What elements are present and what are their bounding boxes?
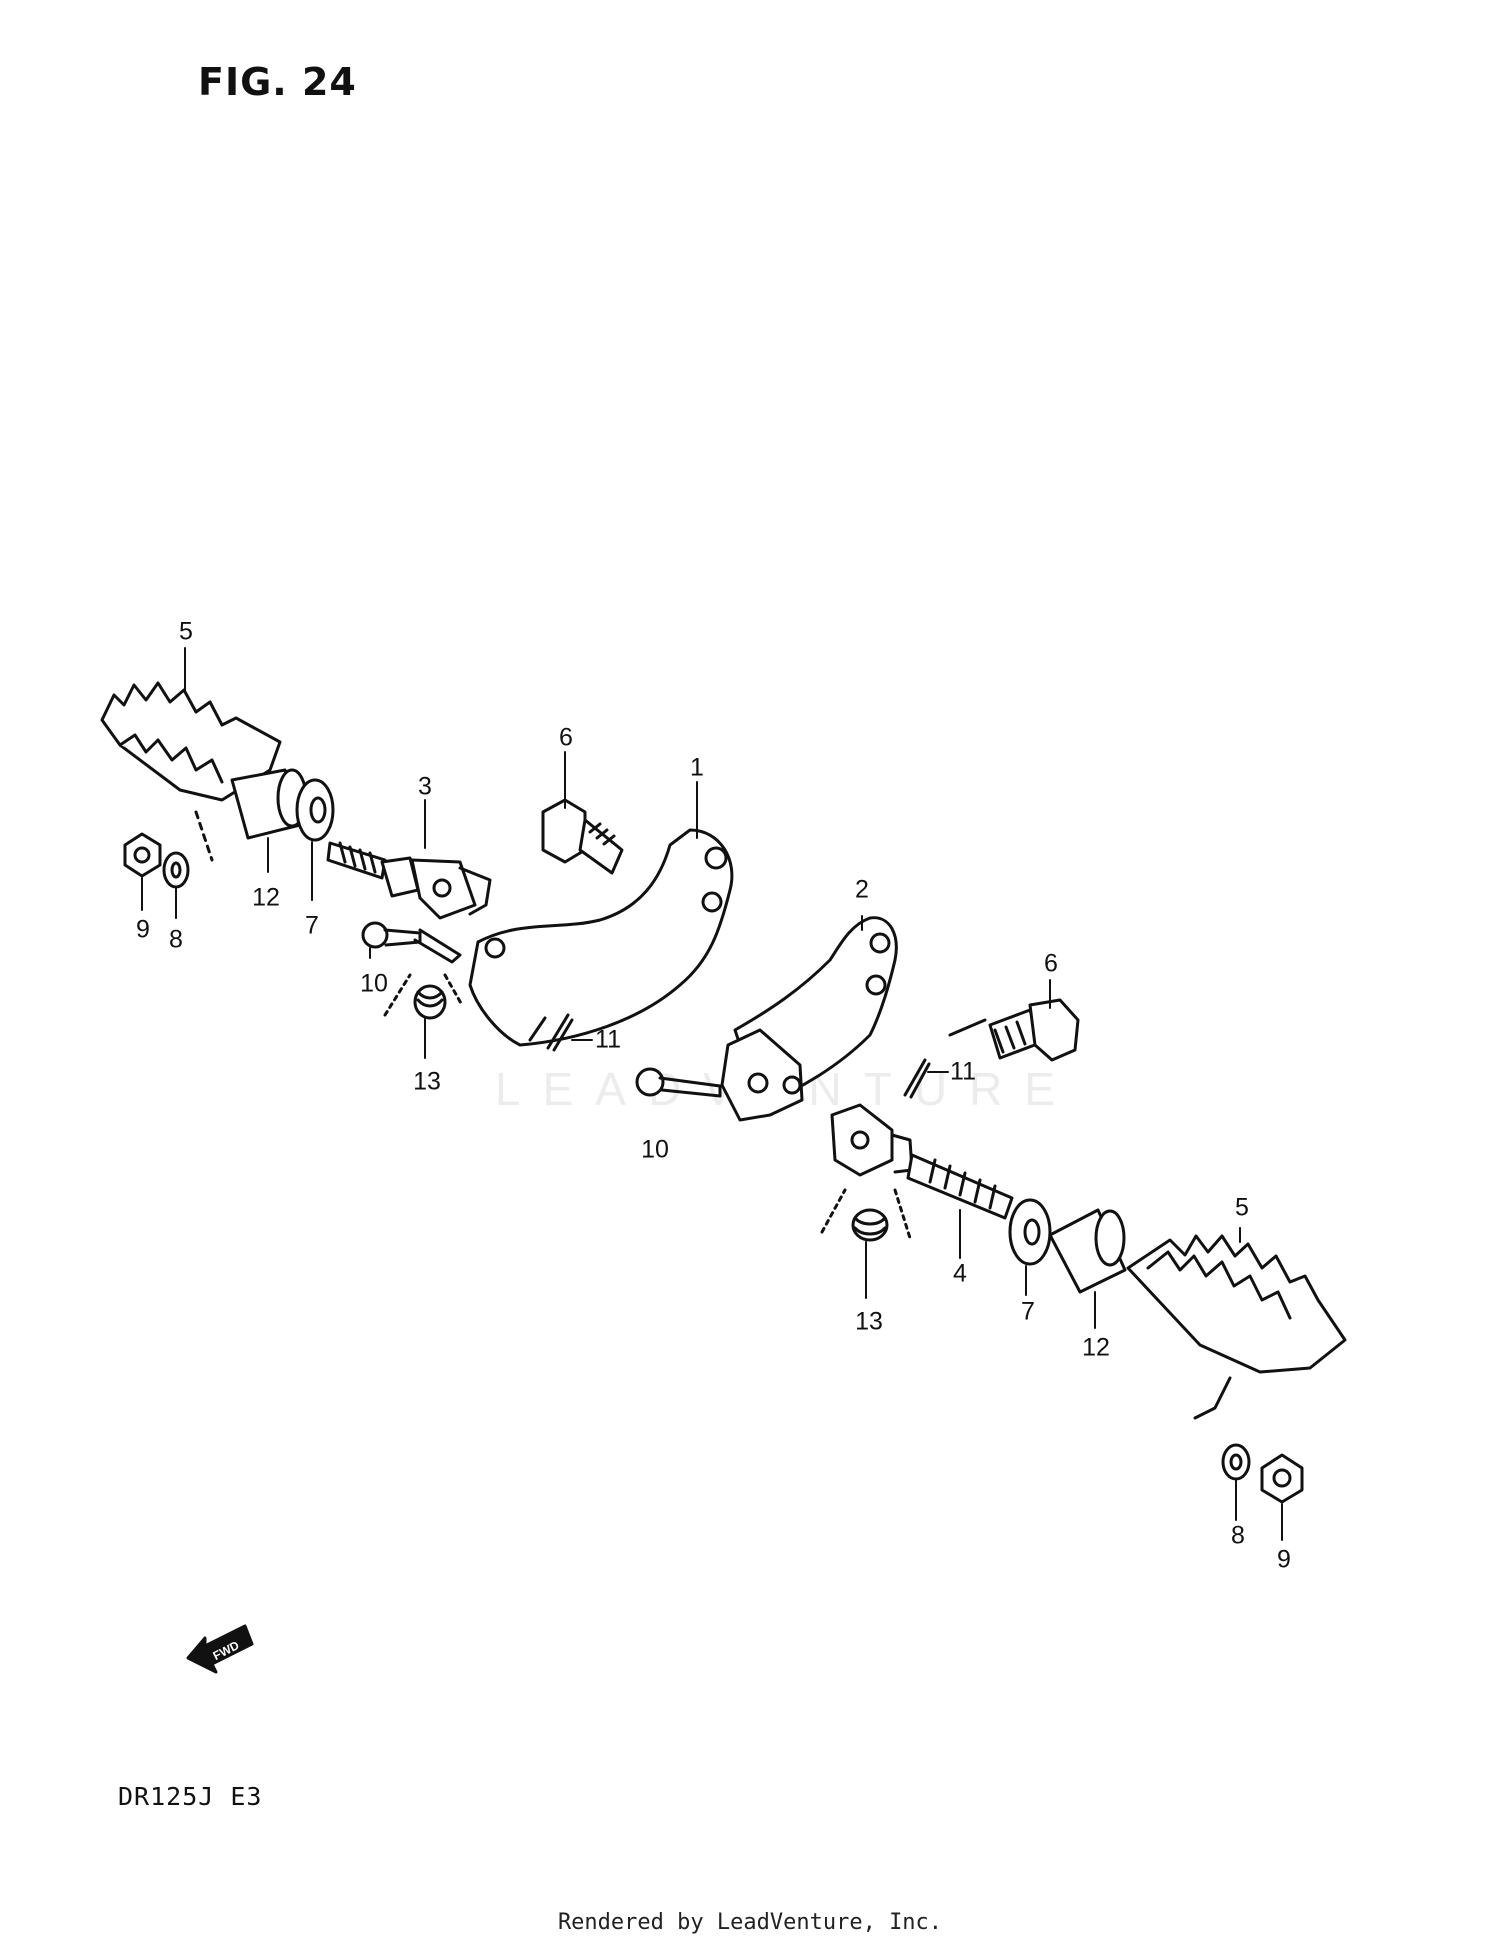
callout-13-left: 13 [413,1067,441,1096]
callout-11-left: 11 [595,1025,621,1054]
callout-8-left: 8 [169,925,183,954]
callout-2: 2 [855,875,869,904]
leader-lines [141,647,1283,1541]
bracket-left [468,828,734,1047]
callout-8-right: 8 [1231,1521,1245,1550]
callout-13-right: 13 [855,1307,883,1336]
callout-3: 3 [418,772,432,801]
washer-left [295,778,335,842]
spring-right [820,1188,912,1242]
spring-left [383,973,464,1020]
footer-credit: Rendered by LeadVenture, Inc. [557,1910,943,1935]
bolt-left [541,798,624,875]
peg-mount-right [830,1103,1014,1220]
callout-7-right: 7 [1021,1297,1035,1326]
callout-9-left: 9 [136,915,150,944]
cotter-pin-right [903,1058,931,1099]
callout-6-right: 6 [1044,949,1058,978]
bolt-right [948,998,1080,1062]
collar-left [230,768,308,840]
model-code: DR125J E3 [118,1782,263,1811]
pin-left [361,921,462,964]
callout-10-left: 10 [360,969,388,998]
clevis-right [720,1028,804,1122]
callout-12-left: 12 [252,883,280,912]
cotter-pin-left [528,1013,574,1052]
fwd-arrow-icon [186,1624,254,1674]
callout-5-right: 5 [1235,1193,1249,1222]
small-washer-left [162,851,190,889]
peg-mount-left [326,841,492,920]
callout-12-right: 12 [1082,1333,1110,1362]
callout-6-left: 6 [559,723,573,752]
callout-7-left: 7 [305,911,319,940]
nut-right [1260,1453,1304,1504]
callout-11-right: 11 [950,1057,976,1086]
footpeg-left [100,681,282,862]
pin-right [635,1067,722,1098]
small-washer-right [1221,1443,1251,1481]
callout-9-right: 9 [1277,1545,1291,1574]
callout-4: 4 [953,1259,967,1288]
footpeg-right [1126,1234,1347,1420]
callout-1: 1 [690,753,704,782]
washer-right [1008,1198,1052,1266]
figure-title: FIG. 24 [198,60,357,104]
callout-10-right: 10 [641,1135,669,1164]
collar-right [1048,1208,1127,1294]
callout-5-left: 5 [179,617,193,646]
nut-left [123,832,162,878]
